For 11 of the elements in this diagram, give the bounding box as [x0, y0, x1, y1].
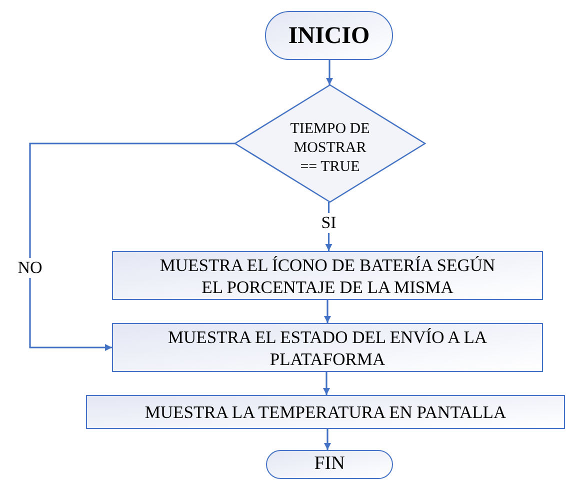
arrow [324, 429, 332, 450]
arrow [29, 142, 235, 352]
arrow [326, 60, 334, 85]
process-box: MUESTRA LA TEMPERATURA EN PANTALLA [86, 395, 565, 429]
decision-text: TIEMPO DE MOSTRAR == TRUE [235, 85, 425, 202]
process-box: MUESTRA EL ÍCONO DE BATERÍA SEGÚN EL PORCENTAJE DE LA MISMA [112, 251, 543, 300]
edge-label: SI [319, 212, 338, 232]
arrow [322, 372, 330, 395]
edge-label: NO [16, 258, 44, 278]
arrow [324, 300, 332, 323]
process-box: MUESTRA EL ESTADO DEL ENVÍO A LA PLATAFORMA [112, 323, 543, 372]
